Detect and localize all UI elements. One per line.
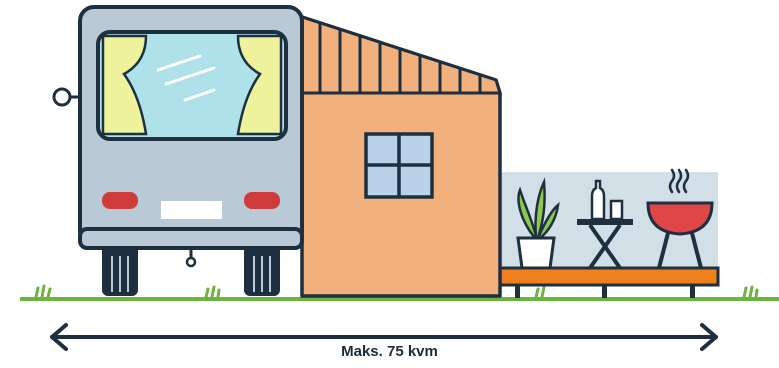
tail-light-right-icon [244,192,280,209]
glass-icon [611,201,622,219]
tail-light-left-icon [102,192,138,209]
license-plate [161,201,222,219]
tow-hook-icon [187,258,195,266]
mirror-icon [54,89,70,105]
bumper [80,229,302,248]
deck [498,268,718,298]
annex-tent-icon [302,17,500,296]
caravan-rear-icon [54,7,302,296]
area-caption: Maks. 75 kvm [0,343,779,360]
